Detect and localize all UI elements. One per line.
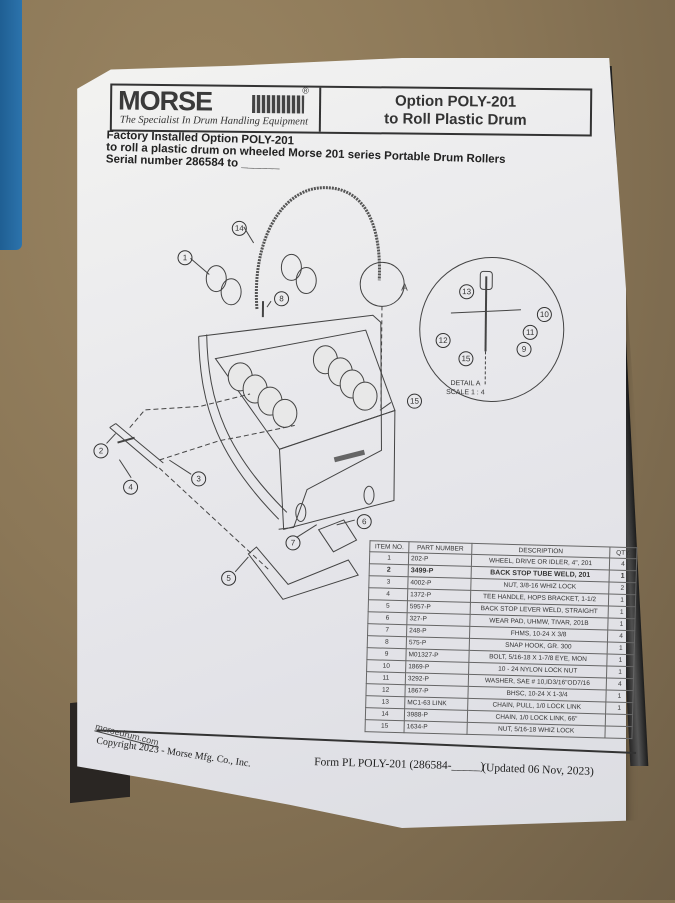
qty: 2 xyxy=(609,582,636,595)
form-id: Form PL POLY-201 (286584-_____) xyxy=(314,756,484,773)
detail-scale: SCALE 1 : 4 xyxy=(446,388,485,397)
qty: 1 xyxy=(606,702,633,715)
item-no: 15 xyxy=(365,720,404,733)
part-number: 1634-P xyxy=(404,721,467,735)
callout-3: 3 xyxy=(191,471,206,486)
title-line-2: to Roll Plastic Drum xyxy=(384,110,527,129)
drum-logo-icon xyxy=(252,95,304,114)
callout-8: 8 xyxy=(274,291,289,306)
logo: MORSE ® The Specialist In Drum Handling … xyxy=(112,85,321,131)
callout-14: 14 xyxy=(232,221,247,236)
qty: 1 xyxy=(607,654,634,667)
detail-title: DETAIL A xyxy=(446,379,485,388)
item-no: 9 xyxy=(367,648,406,661)
qty: 4 xyxy=(606,678,633,691)
brand-name: MORSE xyxy=(118,86,212,118)
qty: 1 xyxy=(608,618,635,631)
header-box: MORSE ® The Specialist In Drum Handling … xyxy=(110,83,592,136)
callout-13: 13 xyxy=(459,284,474,299)
item-no: 11 xyxy=(366,672,405,685)
item-no: 7 xyxy=(368,624,407,637)
title-line-1: Option POLY-201 xyxy=(395,92,516,111)
svg-text:A: A xyxy=(401,283,408,294)
updated-date: (Updated 06 Nov, 2023) xyxy=(482,762,594,778)
callout-6: 6 xyxy=(357,514,372,529)
item-no: 2 xyxy=(369,564,408,577)
qty: 1 xyxy=(606,690,633,703)
qty: 1 xyxy=(608,606,635,619)
detail-a-label: DETAIL A SCALE 1 : 4 xyxy=(446,379,485,397)
callout-10: 10 xyxy=(537,307,552,322)
registered-mark: ® xyxy=(302,85,309,95)
item-no: 4 xyxy=(368,588,407,601)
qty: 1 xyxy=(609,570,636,583)
callout-11: 11 xyxy=(523,325,538,340)
qty xyxy=(605,726,632,739)
copyright-text: Copyright 2023 - Morse Mfg. Co., Inc. xyxy=(96,735,252,769)
callout-5: 5 xyxy=(221,571,236,586)
qty: 4 xyxy=(609,558,636,571)
col-qty: QTY. xyxy=(610,547,637,559)
callout-9: 9 xyxy=(516,342,531,357)
item-no: 6 xyxy=(368,612,407,625)
callout-1: 1 xyxy=(177,250,192,265)
callout-2: 2 xyxy=(93,443,108,458)
item-no: 1 xyxy=(369,552,408,565)
document-title: Option POLY-201 to Roll Plastic Drum xyxy=(321,88,590,135)
item-no: 10 xyxy=(367,660,406,673)
callout-12: 12 xyxy=(436,333,451,348)
qty xyxy=(605,714,632,727)
qty: 1 xyxy=(607,666,634,679)
item-no: 8 xyxy=(367,636,406,649)
qty: 1 xyxy=(607,642,634,655)
callout-4: 4 xyxy=(123,480,138,495)
intro-text: Factory Installed Option POLY-201 to rol… xyxy=(106,129,506,178)
description: NUT, 5/16-18 WHIZ LOCK xyxy=(467,722,605,738)
item-no: 13 xyxy=(366,696,405,709)
item-no: 3 xyxy=(369,576,408,589)
callout-15: 15 xyxy=(407,394,422,409)
qty: 1 xyxy=(608,594,635,607)
item-no: 5 xyxy=(368,600,407,613)
qty: 4 xyxy=(607,630,634,643)
item-no: 14 xyxy=(365,708,404,721)
callout-7: 7 xyxy=(285,535,300,550)
item-no: 12 xyxy=(366,684,405,697)
tagline: The Specialist In Drum Handling Equipmen… xyxy=(120,115,308,128)
callout-15-detail: 15 xyxy=(458,351,473,366)
